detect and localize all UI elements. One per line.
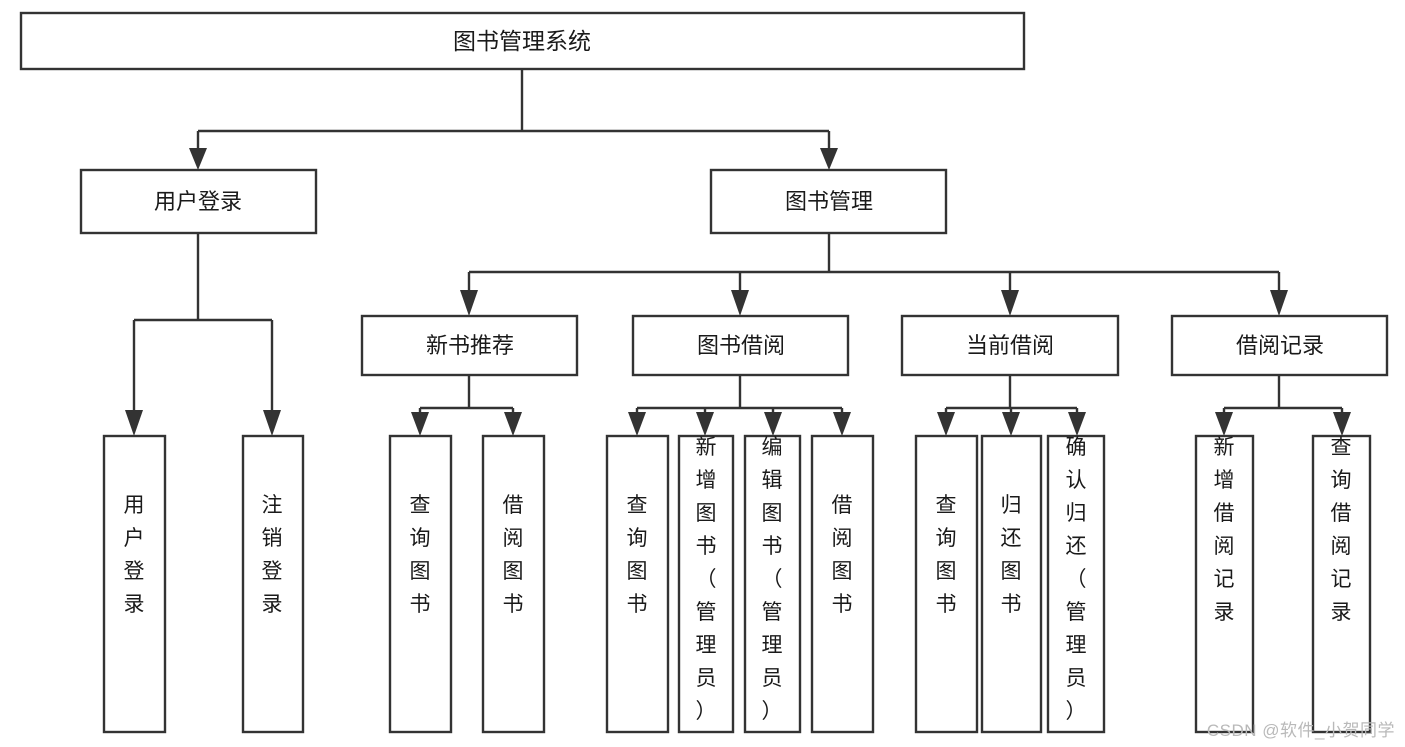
node-leaf-query-book-2[interactable]: 查询图书: [605, 434, 670, 734]
arrow-to-leaf-query-record: [1333, 412, 1351, 436]
arrow-to-new-book-rec: [460, 290, 478, 316]
node-leaf-query-book-3-label: 查询图书: [936, 494, 957, 616]
arrow-to-book-manage: [820, 148, 838, 170]
node-root-label: 图书管理系统: [453, 28, 591, 54]
arrow-to-leaf-confirm-return: [1068, 412, 1086, 436]
arrow-to-leaf-edit-book: [764, 412, 782, 436]
node-book-borrow-label: 图书借阅: [697, 333, 785, 358]
arrow-to-leaf-query-book-2: [628, 412, 646, 436]
node-leaf-logout-login-label: 注销登录: [262, 494, 283, 616]
node-borrow-record-box[interactable]: [1170, 314, 1389, 377]
node-leaf-add-book[interactable]: 新增图书（管理员）: [677, 434, 735, 734]
node-leaf-logout-login-box[interactable]: [241, 434, 305, 734]
node-book-borrow-box[interactable]: [631, 314, 850, 377]
node-leaf-user-login-box[interactable]: [102, 434, 167, 734]
node-current-borrow[interactable]: 当前借阅: [900, 314, 1120, 377]
node-leaf-borrow-book-1-label: 借阅图书: [503, 494, 524, 616]
node-leaf-borrow-book-1-box[interactable]: [481, 434, 546, 734]
node-leaf-add-record-box[interactable]: [1194, 434, 1255, 734]
arrow-to-leaf-add-book: [696, 412, 714, 436]
node-leaf-query-book-1[interactable]: 查询图书: [388, 434, 453, 734]
arrow-to-leaf-return-book: [1002, 412, 1020, 436]
node-leaf-return-book[interactable]: 归还图书: [980, 434, 1043, 734]
node-leaf-borrow-book-2[interactable]: 借阅图书: [810, 434, 875, 734]
node-leaf-return-book-label: 归还图书: [1001, 494, 1022, 616]
node-borrow-record-label: 借阅记录: [1236, 333, 1324, 358]
node-root-box[interactable]: [19, 11, 1026, 71]
node-book-borrow[interactable]: 图书借阅: [631, 314, 850, 377]
node-leaf-query-book-1-box[interactable]: [388, 434, 453, 734]
node-book-manage-label: 图书管理: [785, 189, 873, 214]
node-leaf-confirm-return-label: 确认归还（管理员）: [1066, 436, 1087, 723]
node-leaf-user-login-label: 用户登录: [124, 494, 145, 616]
csdn-watermark: CSDN @软件_小贺同学: [1206, 721, 1395, 740]
node-leaf-query-book-2-box[interactable]: [605, 434, 670, 734]
arrow-to-leaf-query-book-1: [411, 412, 429, 436]
node-leaf-query-record[interactable]: 查询借阅记录: [1311, 434, 1372, 734]
arrow-to-current-borrow: [1001, 290, 1019, 316]
node-leaf-logout-login[interactable]: 注销登录: [241, 434, 305, 734]
node-leaf-query-book-3-box[interactable]: [914, 434, 979, 734]
node-user-login-box[interactable]: [79, 168, 318, 235]
node-root[interactable]: 图书管理系统: [19, 11, 1026, 71]
node-leaf-edit-book-box[interactable]: [743, 434, 802, 734]
node-leaf-query-book-2-label: 查询图书: [627, 494, 648, 616]
arrow-to-leaf-user-login: [125, 410, 143, 436]
node-leaf-confirm-return[interactable]: 确认归还（管理员）: [1046, 434, 1106, 734]
arrow-to-book-borrow: [731, 290, 749, 316]
node-leaf-add-book-label: 新增图书（管理员）: [696, 436, 717, 723]
node-leaf-query-book-3[interactable]: 查询图书: [914, 434, 979, 734]
node-book-manage[interactable]: 图书管理: [709, 168, 948, 235]
arrow-to-leaf-logout-login: [263, 410, 281, 436]
node-leaf-confirm-return-box[interactable]: [1046, 434, 1106, 734]
arrow-to-user-login: [189, 148, 207, 170]
node-current-borrow-label: 当前借阅: [966, 333, 1054, 358]
arrow-to-leaf-borrow-book-2: [833, 412, 851, 436]
node-leaf-borrow-book-2-box[interactable]: [810, 434, 875, 734]
connector-layer: [125, 69, 1351, 436]
arrow-to-leaf-add-record: [1215, 412, 1233, 436]
node-leaf-return-book-box[interactable]: [980, 434, 1043, 734]
arrow-to-borrow-record: [1270, 290, 1288, 316]
node-new-book-rec-label: 新书推荐: [426, 333, 514, 358]
node-leaf-query-book-1-label: 查询图书: [410, 494, 431, 616]
node-leaf-borrow-book-1[interactable]: 借阅图书: [481, 434, 546, 734]
arrow-to-leaf-query-book-3: [937, 412, 955, 436]
node-new-book-rec[interactable]: 新书推荐: [360, 314, 579, 377]
node-leaf-borrow-book-2-label: 借阅图书: [832, 494, 853, 616]
node-leaf-add-record-label: 新增借阅记录: [1214, 436, 1235, 624]
node-book-manage-box[interactable]: [709, 168, 948, 235]
node-leaf-edit-book-label: 编辑图书（管理员）: [762, 436, 783, 723]
arrow-to-leaf-borrow-book-1: [504, 412, 522, 436]
node-leaf-query-record-box[interactable]: [1311, 434, 1372, 734]
node-new-book-rec-box[interactable]: [360, 314, 579, 377]
node-user-login[interactable]: 用户登录: [79, 168, 318, 235]
node-leaf-add-book-box[interactable]: [677, 434, 735, 734]
node-user-login-label: 用户登录: [154, 189, 242, 214]
node-leaf-edit-book[interactable]: 编辑图书（管理员）: [743, 434, 802, 734]
node-current-borrow-box[interactable]: [900, 314, 1120, 377]
node-leaf-query-record-label: 查询借阅记录: [1331, 436, 1352, 624]
node-leaf-user-login[interactable]: 用户登录: [102, 434, 167, 734]
node-borrow-record[interactable]: 借阅记录: [1170, 314, 1389, 377]
node-leaf-add-record[interactable]: 新增借阅记录: [1194, 434, 1255, 734]
